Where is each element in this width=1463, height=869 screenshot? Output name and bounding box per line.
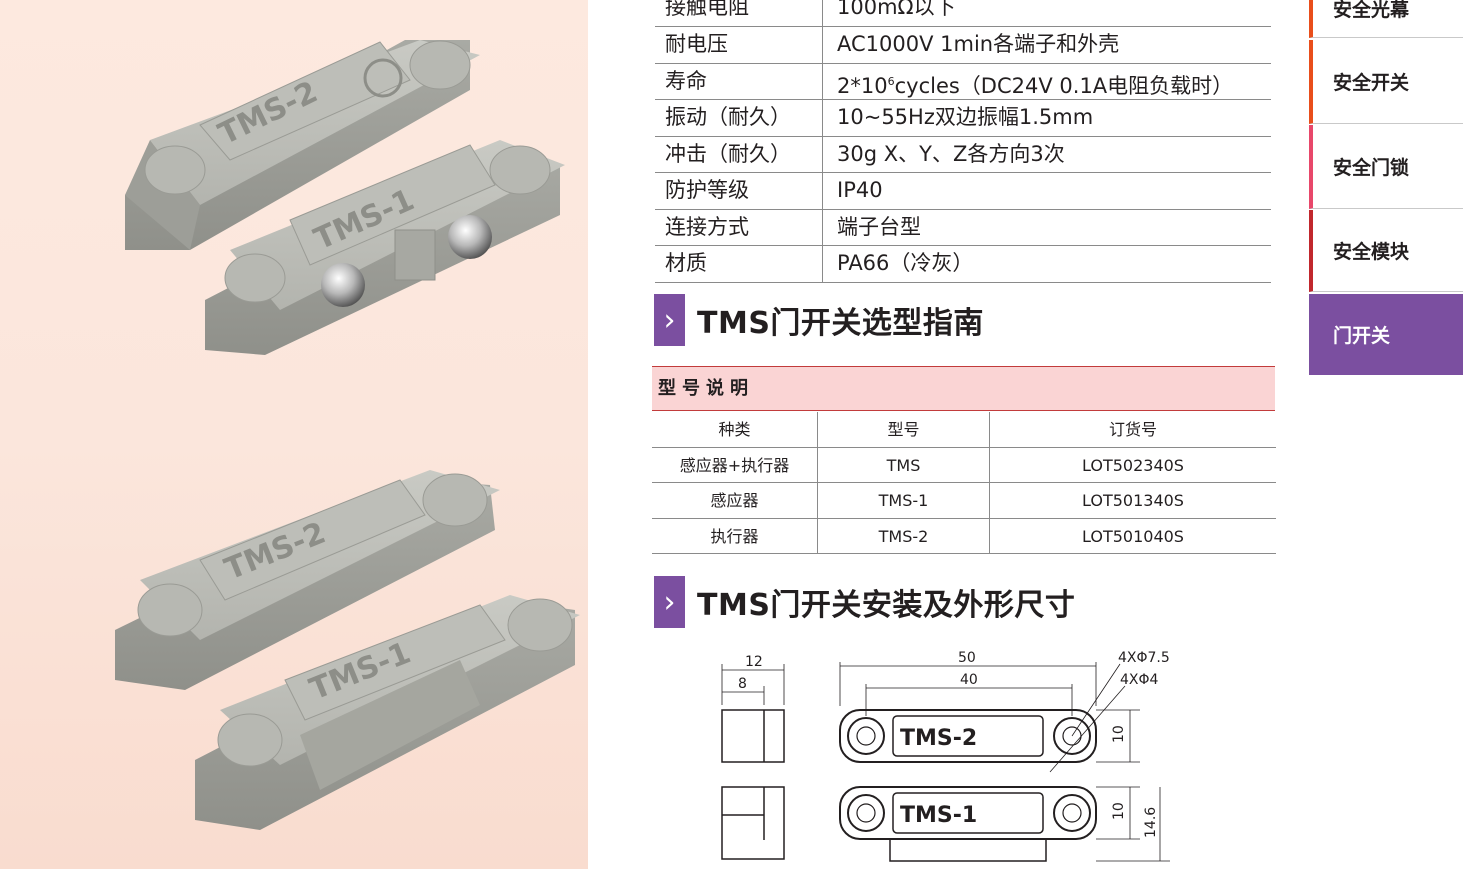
- table-cell: TMS-2: [818, 518, 990, 553]
- table-header-row: 种类 型号 订货号: [652, 412, 1276, 448]
- dimension-drawing: 12 8 TMS-2 TMS-1 50: [721, 650, 1170, 862]
- dim-hole-spacing: 40: [960, 672, 978, 688]
- sidebar-item-door-switch[interactable]: 门开关: [1309, 294, 1463, 375]
- dim-total-height: 14.6: [1143, 807, 1159, 838]
- table-cell: 执行器: [652, 518, 818, 553]
- lifetime-base: 2*10: [837, 73, 888, 98]
- sidebar-item-safety-module[interactable]: 安全模块: [1309, 210, 1463, 292]
- dim-side-width: 12: [745, 654, 763, 670]
- spec-value: AC1000V 1min各端子和外壳: [837, 32, 1120, 56]
- spec-row: 材质 PA66（冷灰）: [655, 246, 1271, 283]
- spec-row: 冲击（耐久） 30g X、Y、Z各方向3次: [655, 136, 1271, 173]
- spec-value: 2*106cycles（DC24V 0.1A电阻负载时）: [823, 64, 1271, 100]
- spec-label: 振动（耐久）: [655, 100, 823, 136]
- tms2-bottom-unit: TMS-2: [115, 470, 500, 690]
- column-header: 型号: [818, 412, 990, 447]
- sidebar-item-label: 安全开关: [1333, 72, 1410, 94]
- dim-hole-outer: 4XΦ7.5: [1118, 650, 1170, 666]
- tms1-top-unit: TMS-1: [205, 140, 565, 355]
- section-title: TMS门开关安装及外形尺寸: [697, 588, 1076, 623]
- sidebar-item-label: 安全门锁: [1333, 157, 1410, 179]
- sidebar-item-label: 安全模块: [1333, 241, 1410, 263]
- spec-value: 30g X、Y、Z各方向3次: [837, 141, 1065, 166]
- drawing-label-tms1: TMS-1: [900, 803, 977, 828]
- table-cell: LOT501040S: [1082, 526, 1184, 546]
- table-cell: LOT502340S: [1082, 455, 1184, 475]
- spec-row: 连接方式 端子台型: [655, 209, 1271, 246]
- column-header: 订货号: [1108, 420, 1157, 439]
- model-table: 种类 型号 订货号 感应器+执行器 TMS LOT502340S 感应器 TMS…: [652, 412, 1276, 554]
- dim-height: 10: [1111, 725, 1127, 743]
- spec-label: 耐电压: [655, 27, 823, 63]
- dim-hole-inner: 4XΦ4: [1120, 672, 1159, 688]
- dim-side-inner: 8: [738, 676, 747, 692]
- spec-value: 10~55Hz双边振幅1.5mm: [837, 105, 1094, 129]
- table-row: 执行器 TMS-2 LOT501040S: [652, 518, 1276, 554]
- sidebar-item-label: 安全光幕: [1333, 0, 1410, 21]
- product-render: TMS-2 TMS-1 TMS-2: [115, 40, 580, 830]
- column-header: 种类: [652, 412, 818, 447]
- spec-row: 防护等级 IP40: [655, 173, 1271, 210]
- lifetime-suffix: cycles（DC24V 0.1A电阻负载时）: [894, 73, 1234, 98]
- drawing-label-tms2: TMS-2: [900, 726, 977, 751]
- chevron-right-icon: ›: [654, 576, 685, 628]
- table-cell: LOT501340S: [1082, 491, 1184, 510]
- sidebar-item-safety-door-lock[interactable]: 安全门锁: [1309, 125, 1463, 209]
- spec-value: 100mΩ以下: [837, 0, 956, 19]
- spec-label: 寿命: [655, 63, 823, 99]
- spec-row: 振动（耐久） 10~55Hz双边振幅1.5mm: [655, 100, 1271, 137]
- table-cell: TMS-1: [818, 483, 990, 518]
- spec-label: 防护等级: [655, 173, 823, 209]
- sidebar-item-safety-switch[interactable]: 安全开关: [1309, 40, 1463, 124]
- lifetime-exponent: 6: [887, 74, 895, 88]
- table-cell: 感应器+执行器: [652, 447, 818, 482]
- spec-value: PA66（冷灰）: [837, 251, 974, 275]
- screw-icon: [321, 263, 365, 307]
- spec-value: 端子台型: [837, 214, 921, 239]
- table-cell: 感应器: [652, 483, 818, 518]
- spec-label: 接触电阻: [655, 0, 823, 26]
- spec-row: 接触电阻 100mΩ以下: [655, 0, 1271, 27]
- sidebar-item-safety-light-curtain[interactable]: 安全光幕: [1309, 0, 1463, 38]
- table-cell: TMS: [818, 447, 990, 482]
- spec-label: 材质: [655, 246, 823, 282]
- spec-label: 冲击（耐久）: [655, 136, 823, 172]
- dimensions-heading: › TMS门开关安装及外形尺寸: [654, 576, 1075, 628]
- spec-value: IP40: [837, 178, 883, 202]
- table-row: 感应器+执行器 TMS LOT502340S: [652, 447, 1276, 483]
- dim-height2: 10: [1111, 802, 1127, 820]
- spec-label: 连接方式: [655, 209, 823, 245]
- sidebar-item-label: 门开关: [1333, 325, 1391, 347]
- section-title: TMS门开关选型指南: [697, 306, 984, 341]
- spec-table: 接触电阻 100mΩ以下 耐电压 AC1000V 1min各端子和外壳 寿命 2…: [655, 0, 1271, 283]
- screw-icon: [448, 215, 492, 259]
- chevron-right-icon: ›: [654, 294, 685, 346]
- selection-guide-heading: › TMS门开关选型指南: [654, 294, 984, 346]
- model-table-header: 型号说明: [652, 366, 1275, 411]
- spec-row: 寿命 2*106cycles（DC24V 0.1A电阻负载时）: [655, 63, 1271, 100]
- dim-length: 50: [958, 650, 976, 666]
- spec-row: 耐电压 AC1000V 1min各端子和外壳: [655, 27, 1271, 64]
- product-image-panel: TMS-2 TMS-1 TMS-2: [0, 0, 588, 869]
- table-row: 感应器 TMS-1 LOT501340S: [652, 483, 1276, 519]
